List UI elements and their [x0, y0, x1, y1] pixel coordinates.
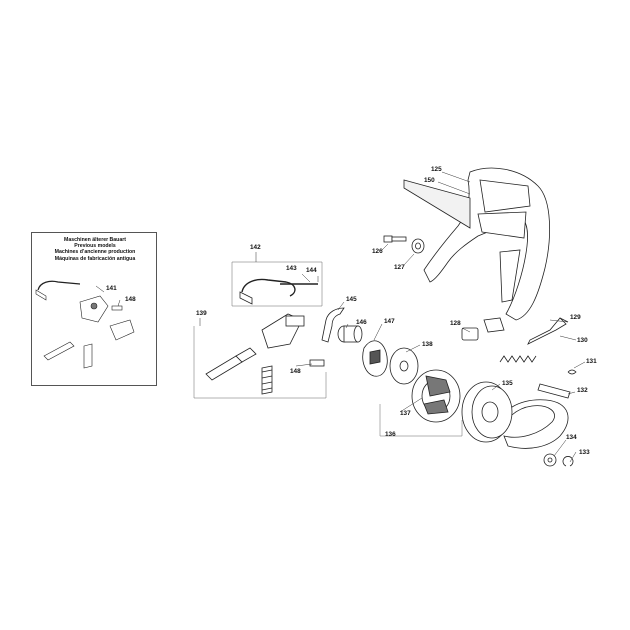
callout-141-inset: 141 [106, 285, 117, 292]
inset-title-de: Maschinen älterer Bauart [64, 237, 126, 243]
callout-143: 143 [286, 265, 297, 272]
inset-title-es: Máquinas de fabricación antigua [54, 255, 136, 262]
lever-129-part [527, 317, 569, 345]
callout-142: 142 [250, 244, 261, 251]
callout-130: 130 [577, 337, 588, 344]
hand-guard-part [423, 167, 550, 321]
callout-128: 128 [450, 320, 461, 327]
oil-pump-body-139-part [205, 313, 325, 395]
spring-130-part [499, 355, 537, 363]
callout-146: 146 [356, 319, 367, 326]
callout-132: 132 [577, 387, 588, 394]
clutch-drum-part [461, 381, 513, 443]
callout-127: 127 [394, 264, 405, 271]
screw-126-part [383, 235, 407, 243]
callout-126: 126 [372, 248, 383, 255]
group-box-139 [193, 326, 327, 399]
callout-148: 148 [290, 368, 301, 375]
callout-148-inset: 148 [125, 296, 136, 303]
callout-144: 144 [306, 267, 317, 274]
oil-line-142-part [239, 278, 318, 305]
inset-title-fr: Machines d’ancienne production [54, 249, 136, 256]
decal-strip-part [403, 179, 471, 229]
circlip-133-part [562, 456, 574, 467]
callout-138: 138 [422, 341, 433, 348]
callout-137: 137 [400, 410, 411, 417]
callout-147: 147 [384, 318, 395, 325]
oil-pump-part [362, 340, 388, 377]
spur-gear-146-part [337, 325, 363, 343]
callout-145: 145 [346, 296, 357, 303]
callout-133: 133 [579, 449, 590, 456]
callout-129: 129 [570, 314, 581, 321]
callout-139: 139 [196, 310, 207, 317]
callout-134: 134 [566, 434, 577, 441]
oil-hose-145-part [321, 307, 345, 343]
callout-131: 131 [586, 358, 597, 365]
callout-150: 150 [424, 177, 435, 184]
pin-132-part [537, 383, 571, 399]
callout-125: 125 [431, 166, 442, 173]
callout-135: 135 [502, 380, 513, 387]
sleeve-127-part [411, 238, 425, 254]
inset-heading: Maschinen älterer Bauart Previous models… [32, 237, 158, 262]
inset-parts-drawing [35, 280, 135, 369]
clutch-part [411, 369, 461, 423]
previous-models-inset: Maschinen älterer Bauart Previous models… [31, 232, 157, 386]
inset-title-en: Previous models [74, 243, 116, 250]
part-128 [461, 317, 505, 341]
washer-138-part [389, 347, 419, 385]
washer-134-part [543, 453, 557, 467]
callout-136: 136 [385, 431, 396, 438]
group-box-136 [379, 404, 463, 437]
clip-131-part [567, 369, 577, 375]
brake-band-part [493, 399, 569, 449]
group-box-142 [231, 261, 323, 307]
